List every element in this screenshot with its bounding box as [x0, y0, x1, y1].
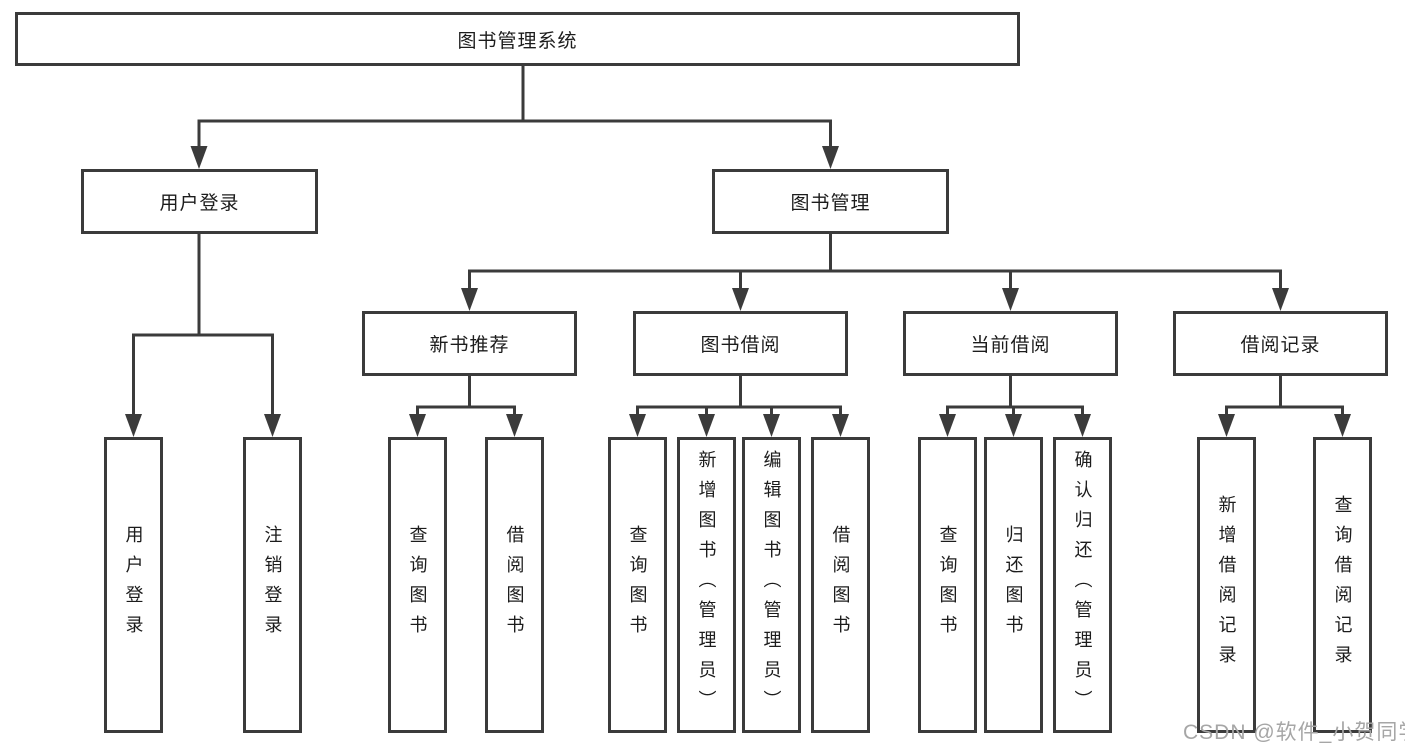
- arrowhead-icon: [461, 288, 478, 311]
- node-leaf-user-login: 用户登录: [104, 437, 163, 733]
- arrowhead-icon: [763, 414, 780, 437]
- csdn-watermark: CSDN @软件_小贺同学: [1183, 721, 1405, 744]
- node-leaf-add-borrow-record: 新增借阅记录: [1197, 437, 1256, 733]
- connector-book-borrowing-to-leaves: [629, 374, 849, 437]
- node-label: 新书推荐: [429, 335, 510, 356]
- node-label: 图书借阅: [700, 335, 781, 356]
- arrowhead-icon: [1334, 414, 1351, 437]
- node-leaf-recommend-borrow-books: 借阅图书: [485, 437, 544, 733]
- node-label: 图书管理系统: [457, 30, 578, 52]
- node-label: 注销登录: [262, 525, 283, 645]
- node-book-borrowing: 图书借阅: [633, 311, 848, 376]
- connector-current-borrowing-to-leaves: [939, 374, 1091, 437]
- arrowhead-icon: [939, 414, 956, 437]
- node-leaf-borrowing-borrow-books: 借阅图书: [811, 437, 870, 733]
- node-current-borrowing: 当前借阅: [903, 311, 1118, 376]
- arrowhead-icon: [264, 414, 281, 437]
- connector-user-login-to-leaves: [125, 232, 281, 437]
- node-leaf-current-query-books: 查询图书: [918, 437, 977, 733]
- node-book-management: 图书管理: [712, 169, 949, 234]
- connector-root-to-level2: [190, 64, 839, 169]
- node-leaf-return-books: 归还图书: [984, 437, 1043, 733]
- arrowhead-icon: [822, 146, 839, 169]
- node-label: 借阅记录: [1240, 335, 1321, 356]
- node-leaf-logout: 注销登录: [243, 437, 302, 733]
- arrowhead-icon: [629, 414, 646, 437]
- node-leaf-confirm-return-admin: 确认归还（管理员）: [1053, 437, 1112, 733]
- node-leaf-borrowing-query-books: 查询图书: [608, 437, 667, 733]
- node-label: 归还图书: [1003, 525, 1024, 645]
- node-leaf-add-books-admin: 新增图书（管理员）: [677, 437, 736, 733]
- arrowhead-icon: [409, 414, 426, 437]
- node-leaf-edit-books-admin: 编辑图书（管理员）: [742, 437, 801, 733]
- node-leaf-query-borrow-record: 查询借阅记录: [1313, 437, 1372, 733]
- arrowhead-icon: [506, 414, 523, 437]
- node-label: 借阅图书: [504, 525, 525, 645]
- arrowhead-icon: [1218, 414, 1235, 437]
- node-label: 查询图书: [627, 525, 648, 645]
- arrowhead-icon: [190, 146, 208, 169]
- node-label: 新增借阅记录: [1216, 495, 1237, 675]
- node-label: 用户登录: [159, 193, 240, 214]
- connector-book-management-to-groups: [461, 232, 1289, 311]
- node-label: 借阅图书: [830, 525, 851, 645]
- node-system-root: 图书管理系统: [15, 12, 1020, 66]
- arrowhead-icon: [698, 414, 715, 437]
- node-label: 当前借阅: [970, 335, 1051, 356]
- node-label: 编辑图书（管理员）: [761, 450, 782, 720]
- node-label: 查询借阅记录: [1332, 495, 1353, 675]
- arrowhead-icon: [832, 414, 849, 437]
- arrowhead-icon: [1272, 288, 1289, 311]
- arrowhead-icon: [1005, 414, 1022, 437]
- node-leaf-recommend-query-books: 查询图书: [388, 437, 447, 733]
- arrowhead-icon: [1002, 288, 1019, 311]
- connector-new-book-recommend-to-leaves: [409, 374, 523, 437]
- node-new-book-recommend: 新书推荐: [362, 311, 577, 376]
- arrowhead-icon: [732, 288, 749, 311]
- connector-borrow-records-to-leaves: [1218, 374, 1351, 437]
- arrowhead-icon: [125, 414, 142, 437]
- node-label: 确认归还（管理员）: [1072, 450, 1093, 720]
- node-borrow-records: 借阅记录: [1173, 311, 1388, 376]
- node-label: 查询图书: [407, 525, 428, 645]
- node-label: 查询图书: [937, 525, 958, 645]
- node-label: 新增图书（管理员）: [696, 450, 717, 720]
- arrowhead-icon: [1074, 414, 1091, 437]
- node-label: 图书管理: [790, 193, 871, 214]
- node-user-login: 用户登录: [81, 169, 318, 234]
- node-label: 用户登录: [123, 525, 144, 645]
